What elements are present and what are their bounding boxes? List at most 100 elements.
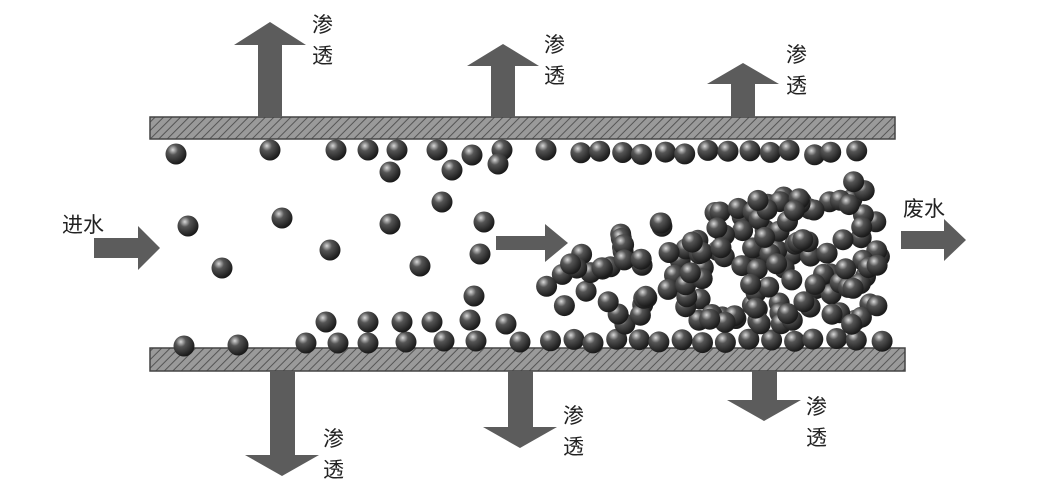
permeate-bottom-2-char-1: 渗 (563, 404, 584, 428)
particle (681, 231, 703, 253)
particle (821, 303, 843, 325)
particle (469, 243, 491, 265)
particle (706, 217, 728, 239)
particle (804, 144, 826, 166)
particle (826, 328, 848, 349)
particle (465, 330, 487, 352)
particle (630, 248, 652, 270)
particle (165, 143, 187, 165)
particle (783, 200, 805, 221)
particle (851, 216, 873, 238)
particle (575, 280, 597, 302)
top-membrane (149, 116, 896, 140)
particle (843, 171, 865, 193)
particle (738, 328, 760, 350)
permeate-top-2-char-1: 渗 (544, 33, 565, 57)
particle (658, 242, 680, 263)
particle (173, 335, 195, 357)
particle (650, 212, 672, 234)
particle (570, 142, 592, 164)
particle (473, 211, 495, 233)
permeate-down-arrow-2 (483, 371, 557, 448)
particle (709, 201, 731, 223)
particle (426, 139, 448, 161)
particle (846, 140, 868, 162)
outlet-arrow (901, 219, 966, 261)
particle (699, 308, 721, 330)
particle (657, 278, 679, 300)
permeate-top-3-char-1: 渗 (786, 43, 807, 67)
particle (739, 140, 761, 162)
particle (591, 257, 613, 279)
particle (866, 254, 888, 276)
particle (431, 191, 453, 213)
particle (740, 273, 762, 295)
particle (325, 139, 347, 161)
particle (732, 220, 754, 242)
particle (589, 140, 611, 162)
particle (391, 311, 413, 333)
particle (714, 331, 736, 353)
particle (758, 276, 780, 298)
permeate-top-1-char-2: 透 (312, 44, 333, 68)
particle (509, 331, 531, 353)
permeate-bottom-3-char-2: 透 (806, 426, 827, 450)
particle (487, 153, 509, 175)
particle (357, 311, 379, 333)
particle (560, 253, 582, 275)
permeate-up-arrow-1 (234, 22, 306, 117)
particle (613, 234, 635, 256)
particle (697, 139, 719, 161)
particle (379, 161, 401, 183)
particle (295, 332, 317, 354)
particle (784, 330, 806, 352)
particle (211, 257, 233, 279)
particle (671, 329, 693, 351)
permeate-down-arrow-3 (727, 371, 801, 421)
particle (379, 213, 401, 235)
particle (409, 255, 431, 277)
particle (421, 311, 443, 333)
particle (459, 309, 481, 331)
particle (463, 285, 485, 307)
particle (778, 139, 800, 161)
particle (259, 139, 281, 161)
permeate-bottom-2-char-2: 透 (563, 435, 584, 459)
particle (613, 249, 635, 271)
particle (832, 229, 854, 251)
particle (227, 334, 249, 356)
particle (319, 239, 341, 261)
particle (395, 331, 417, 353)
particle (386, 139, 408, 161)
bottom-membrane (149, 347, 906, 372)
particle (597, 291, 619, 313)
particle (747, 189, 769, 211)
permeate-up-arrow-2 (467, 44, 539, 117)
particle (781, 269, 803, 291)
inlet-arrow (94, 226, 160, 270)
particle (841, 313, 863, 335)
particle (766, 253, 788, 275)
particle (315, 311, 337, 333)
particle (441, 159, 463, 181)
particle (754, 226, 776, 248)
particle (461, 144, 483, 166)
particle (777, 303, 799, 325)
particle (845, 329, 867, 351)
particle (271, 207, 293, 229)
particle (612, 142, 634, 163)
particle (820, 141, 842, 163)
permeate-bottom-3-char-1: 渗 (806, 395, 827, 419)
inlet-label: 进水 (62, 213, 104, 237)
particle (871, 330, 893, 352)
particle (835, 258, 857, 280)
particle (761, 329, 783, 351)
particle (536, 275, 558, 297)
particle (495, 313, 517, 335)
particle (793, 291, 815, 313)
particle (327, 332, 349, 354)
particle (357, 332, 379, 354)
particle (535, 139, 557, 161)
permeate-up-arrow-3 (707, 63, 779, 117)
particle (866, 295, 888, 317)
